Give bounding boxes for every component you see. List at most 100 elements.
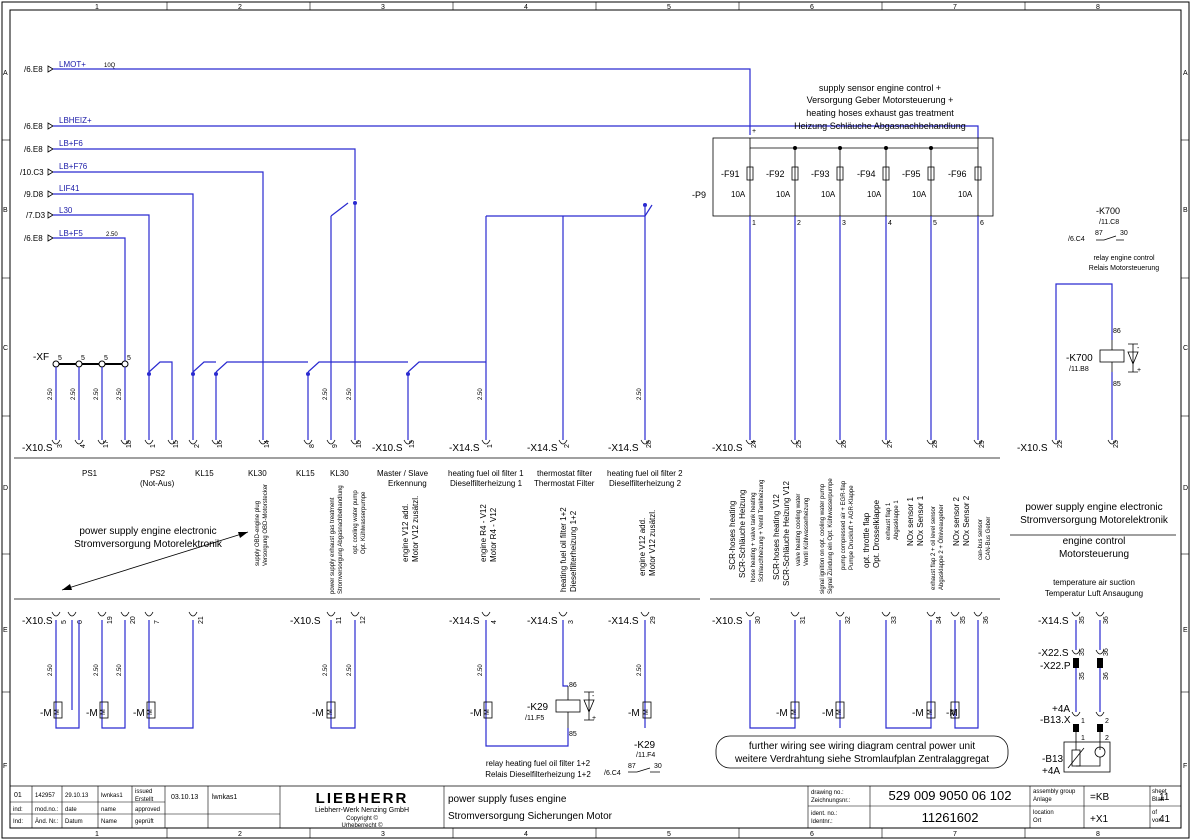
tb-assembly-en: assembly group: [1033, 789, 1076, 795]
row-label: A: [3, 70, 8, 77]
tb-mod-en: mod.no.:: [35, 807, 59, 813]
motor-glyph: M: [791, 709, 798, 715]
inner-frame: [9, 9, 1182, 829]
tb-date-en: date: [65, 807, 77, 813]
xf-name: -XF: [33, 352, 49, 363]
wire-size: 2.50: [347, 664, 353, 676]
tb-name-en: name: [101, 807, 117, 813]
x14-label: -X14.S: [527, 443, 558, 454]
group-label: thermostat filter: [537, 469, 592, 478]
connector-socket-icon: [745, 439, 983, 445]
motor-label: -M: [912, 708, 924, 719]
group-label: Dieselfilterheizung 1: [450, 479, 523, 488]
signal-ref: /6.E8: [24, 122, 43, 131]
note: can-bus sensor: [978, 519, 984, 560]
k29-plus: +: [592, 715, 596, 722]
title-block: 01 142957 29.10.13 lwnkas1 ind: Ind: mod…: [10, 785, 1181, 829]
col-label: 6: [810, 4, 814, 11]
note: opt. throttle flap: [862, 512, 871, 568]
k700-desc-en: relay engine control: [1093, 255, 1155, 262]
signal-inputs: /6.E8 LMOT+ 10Q /6.E8 LBHEIZ+ /6.E8 LB+F…: [20, 60, 979, 440]
fuse-pin: 4: [888, 220, 892, 227]
k29-desc-de: Relais Dieselfilterheizung 1+2: [485, 770, 591, 779]
x14-label: -X14.S: [449, 616, 480, 627]
note: SCR-Schläuche Heizung: [738, 490, 747, 579]
pin: 14: [264, 440, 271, 448]
x14-label: -X14.S: [527, 616, 558, 627]
pse-right-de: Stromversorgung Motorelektronik: [1020, 515, 1169, 526]
tb-issued-date: 03.10.13: [171, 794, 198, 801]
col-label: 7: [953, 4, 957, 11]
connector-socket-icon: [481, 439, 650, 445]
sensor-b13: -X14.S 35 36 -X22.S -X22.P 35 36 35 36 +…: [1038, 611, 1111, 777]
wire-label: 10Q: [104, 63, 116, 69]
motor-label: -M: [628, 708, 640, 719]
motor-glyph: M: [100, 709, 107, 715]
group-label: KL15: [195, 469, 214, 478]
x10-label: -X10.S: [22, 443, 53, 454]
col-label: 1: [95, 4, 99, 11]
relay-coil-icon: [1099, 349, 1125, 363]
pin: 25: [796, 440, 803, 448]
pin: 5: [61, 620, 68, 624]
group-label: Dieselfilterheizung 2: [609, 479, 682, 488]
x14-label: -X14.S: [449, 443, 480, 454]
fuse-rating: 10A: [867, 190, 882, 199]
fuse-icon: [836, 166, 844, 181]
motor-label: -M: [312, 708, 324, 719]
relay-coil-icon: [555, 699, 581, 713]
motor-label: -M: [86, 708, 98, 719]
pin: 35: [1079, 616, 1086, 624]
pin: 12: [360, 616, 367, 624]
fusebox-p9: supply sensor engine control + Versorgun…: [692, 83, 994, 440]
wire-size: 2.50: [347, 388, 353, 400]
arrow-icon: [47, 190, 54, 198]
note: Schlauchheizung + Ventil Tankheizung: [759, 480, 765, 582]
pin: 8: [309, 444, 316, 448]
note: engine V12 add.: [638, 518, 647, 576]
contact-icon: [1096, 235, 1124, 241]
note: Abgasklappe 2 + Ölniveaugeber: [938, 504, 945, 590]
row-label: C: [3, 345, 8, 352]
tb-ind-en: ind:: [13, 807, 23, 813]
motor-glyph: M: [836, 709, 843, 715]
pin: 4: [80, 444, 87, 448]
fuse-rating: 10A: [776, 190, 791, 199]
connector-plug-icon: [1097, 724, 1103, 732]
tb-issued-name: lwnkas1: [212, 794, 237, 801]
pin: 22: [1057, 440, 1064, 448]
pin: 27: [887, 440, 894, 448]
signal-name: LB+F76: [59, 162, 88, 171]
pin: 29: [650, 616, 657, 624]
tb-copyright-de: Urheberrecht ©: [341, 822, 383, 829]
pin: 19: [107, 616, 114, 624]
wire-size: 2.50: [94, 388, 100, 400]
fusebox-title: Heizung Schläuche Abgasnachbehandlung: [794, 121, 966, 131]
note: SCR-Schläuche Heizung V12: [782, 481, 791, 586]
signal-ref: /7.D3: [26, 211, 46, 220]
tb-date: 29.10.13: [65, 793, 89, 799]
col-label: 1: [95, 831, 99, 838]
k29-name2: -K29: [634, 740, 656, 751]
connector-socket-icon: [51, 439, 413, 445]
tb-approved-en: approved: [135, 807, 160, 813]
temp-air-de: Temperatur Luft Ansaugung: [1045, 589, 1143, 598]
signal-ref: /9.D8: [24, 190, 44, 199]
row-label: A: [1183, 70, 1188, 77]
fuse-name: -F93: [811, 169, 830, 179]
tb-mod-de: Änd. Nr.:: [35, 818, 59, 825]
col-label: 2: [238, 4, 242, 11]
connector-socket-icon: [745, 611, 983, 617]
note: Ventil Kühlwasserheizung: [804, 498, 810, 566]
b13-loc: +4A: [1042, 766, 1060, 777]
signal-name: LB+F5: [59, 229, 83, 238]
fuse-name: -F92: [766, 169, 785, 179]
wire-size: 2.50: [71, 388, 77, 400]
row-label: F: [1183, 763, 1187, 770]
wire-size: 2.50: [94, 664, 100, 676]
note: pump compressed air + EGR-flap: [841, 480, 847, 570]
fuse: -F94 10A 4: [857, 146, 892, 227]
k29-contact-ref: /6.C4: [604, 770, 621, 777]
